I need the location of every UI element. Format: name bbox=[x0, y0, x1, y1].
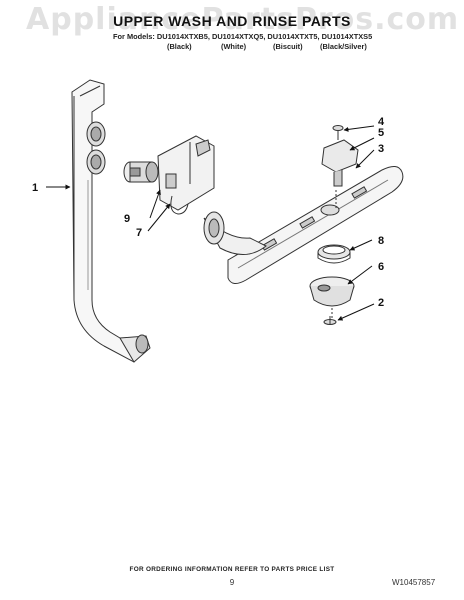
color-label-biscuit: (Biscuit) bbox=[273, 42, 303, 51]
document-number: W10457857 bbox=[392, 578, 436, 587]
part-7-bracket bbox=[157, 135, 215, 215]
models-line: For Models: DU1014XTXB5, DU1014XTXQ5, DU… bbox=[113, 32, 373, 41]
color-label-black: (Black) bbox=[167, 42, 192, 51]
callout-4: 4 bbox=[378, 116, 385, 128]
ordering-info-footer: FOR ORDERING INFORMATION REFER TO PARTS … bbox=[129, 566, 335, 573]
page-number: 9 bbox=[229, 578, 235, 587]
part-4-screw bbox=[332, 125, 344, 140]
color-labels: (Black) (White) (Biscuit) (Black/Silver) bbox=[0, 42, 464, 54]
part-9-connector bbox=[123, 161, 159, 183]
part-2-screw bbox=[323, 316, 337, 325]
callout-1: 1 bbox=[32, 182, 38, 194]
callout-2: 2 bbox=[378, 297, 384, 309]
callout-3: 3 bbox=[378, 143, 384, 155]
watermark: AppliancePartsPros.com bbox=[26, 2, 460, 37]
callout-9: 9 bbox=[124, 213, 130, 225]
callout-8: 8 bbox=[378, 235, 384, 247]
callout-6: 6 bbox=[378, 261, 384, 273]
page-title: UPPER WASH AND RINSE PARTS bbox=[113, 13, 351, 29]
callout-5: 5 bbox=[378, 127, 384, 139]
part-1-supply-tube bbox=[71, 79, 151, 363]
part-5-bearing bbox=[321, 139, 359, 210]
callout-7: 7 bbox=[136, 227, 142, 239]
part-6-manifold bbox=[309, 276, 355, 320]
part-3-spray-arm bbox=[203, 166, 404, 284]
callout-leaders bbox=[46, 125, 375, 321]
color-label-white: (White) bbox=[221, 42, 247, 51]
part-8-ring bbox=[317, 244, 351, 264]
color-label-black-silver: (Black/Silver) bbox=[320, 42, 367, 51]
